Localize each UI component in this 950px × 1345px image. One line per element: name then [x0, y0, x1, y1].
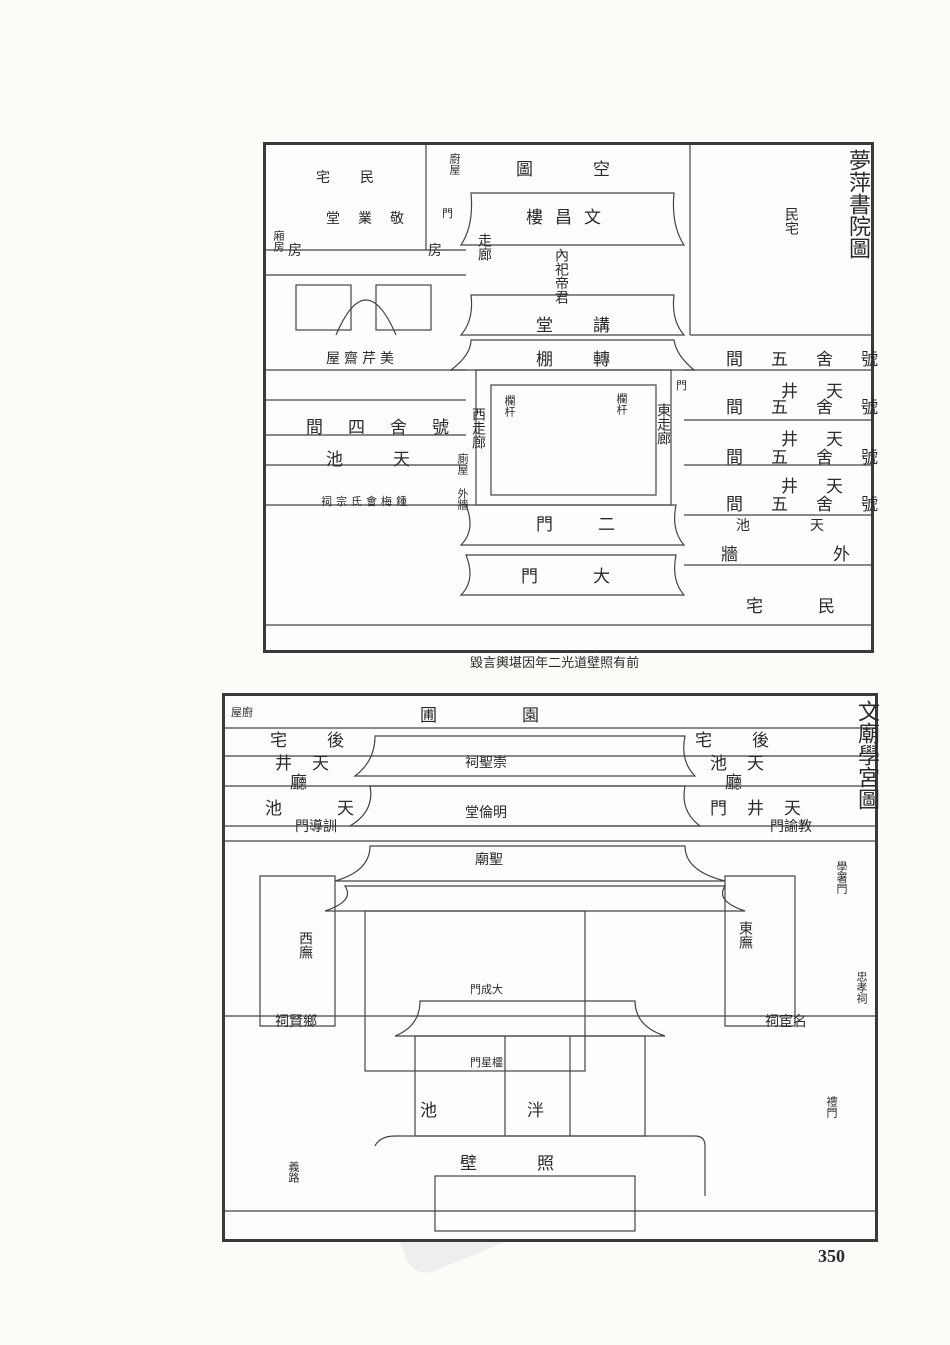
- label-rear-house-left: 後宅: [270, 731, 344, 751]
- label-west-corridor: 西走廊: [470, 407, 486, 449]
- label-wenchang-tower: 文昌樓: [526, 208, 601, 228]
- figure-title: 文廟學宮圖: [854, 700, 879, 810]
- temple-drawing: [225, 727, 875, 1232]
- label-lingxing-gate: 櫺星門: [470, 1056, 503, 1069]
- label-meiqin-studio: 美芹齋屋: [326, 351, 394, 367]
- label-loyalty-shrine: 忠孝祠: [855, 971, 868, 1004]
- label-second-gate: 二門: [536, 515, 615, 535]
- label-jingye-hall: 敬業堂: [326, 211, 404, 227]
- label-jiaoyu-gate: 教諭門: [770, 819, 812, 835]
- label-ritual-gate: 禮門: [825, 1096, 838, 1118]
- academy-diagram: 夢萍書院圖 空圖 民宅 敬業堂 文昌樓 廂房 房 房 走廊 門 廚屋 內祀帝君 …: [263, 142, 878, 653]
- label-dorm-left: 號舍四間: [306, 418, 449, 438]
- label-gate-small: 門: [676, 379, 687, 392]
- label-outer-wall-mid: 外牆: [456, 488, 469, 510]
- label-dorm-right-1: 號舍五間: [726, 350, 878, 370]
- label-room-left: 房: [288, 243, 302, 259]
- label-toilet: 廁屋: [456, 453, 469, 475]
- label-garden: 空圖: [516, 160, 610, 180]
- label-east-wing: 東廡: [737, 921, 753, 949]
- label-pool-left: 天池: [265, 799, 354, 819]
- figure-caption: 前有照壁道光二年因堪輿言毀: [470, 656, 640, 671]
- label-dorm-right-4: 號舍五間: [726, 495, 878, 515]
- label-rear-house-right: 後宅: [695, 731, 769, 751]
- label-railing-left: 欄杆: [503, 395, 516, 417]
- academy-drawing: [266, 145, 871, 626]
- label-main-gate: 大門: [521, 567, 610, 587]
- label-kitchen: 廚屋: [231, 706, 253, 719]
- label-residence-right: 民宅: [783, 207, 799, 235]
- label-well-left: 天井: [275, 754, 329, 774]
- label-shrine: 內祀帝君: [553, 248, 569, 304]
- label-residence-bottom: 民宅: [746, 597, 835, 617]
- label-confucian-temple: 聖廟: [475, 852, 503, 868]
- label-chongsheng-shrine: 崇聖祠: [465, 755, 507, 771]
- label-minghuan-shrine: 名宦祠: [765, 1014, 807, 1030]
- temple-school-diagram: 文廟學宮圖 廚屋 園圃 後宅 後宅 天井 天池 崇聖祠 廳 廳 天池 天井門 明…: [222, 693, 879, 1242]
- label-dorm-right-2: 號舍五間: [726, 398, 878, 418]
- label-turn-shed: 轉棚: [536, 350, 610, 370]
- label-screen-wall: 照壁: [460, 1154, 554, 1174]
- figure-title: 夢萍書院圖: [845, 149, 870, 259]
- label-railing-right: 欄杆: [615, 393, 628, 415]
- label-east-corridor: 東走廊: [655, 403, 671, 445]
- label-hall-left: 廳: [290, 773, 307, 793]
- label-kitchen: 廚屋: [448, 153, 461, 175]
- label-west-wing: 西廡: [297, 931, 313, 959]
- label-clan-shrine: 鍾梅會氏宗祠: [321, 495, 407, 508]
- label-hall-right: 廳: [725, 773, 742, 793]
- label-well-1: 天井: [781, 382, 843, 402]
- label-room-right: 房: [428, 243, 442, 259]
- label-dacheng-gate: 大成門: [470, 983, 503, 996]
- label-well-3: 天井: [781, 477, 843, 497]
- label-pool-right: 天池: [736, 518, 824, 534]
- label-righteous-road: 義路: [287, 1161, 300, 1183]
- label-minglun-hall: 明倫堂: [465, 805, 507, 821]
- label-well-gate-right: 天井門: [710, 799, 801, 819]
- label-well-2: 天井: [781, 430, 843, 450]
- label-residence-left: 民宅: [316, 170, 374, 186]
- label-pool-right-top: 天池: [710, 754, 764, 774]
- label-outer-wall-right: 外牆: [721, 545, 850, 565]
- page-number: 350: [818, 1246, 845, 1266]
- label-gate-top: 門: [442, 207, 453, 220]
- label-academy-gate: 學署門: [835, 861, 848, 894]
- label-pool-left: 天池: [326, 450, 410, 470]
- label-side-room: 廂房: [272, 230, 285, 252]
- label-pan-pool: 泮池: [420, 1101, 544, 1121]
- label-xiangxian-shrine: 鄉賢祠: [275, 1014, 317, 1030]
- label-garden: 園圃: [420, 706, 539, 726]
- label-corridor: 走廊: [476, 233, 492, 261]
- label-dorm-right-3: 號舍五間: [726, 448, 878, 468]
- label-xundao-gate: 訓導門: [295, 819, 337, 835]
- label-lecture-hall: 講堂: [536, 316, 610, 336]
